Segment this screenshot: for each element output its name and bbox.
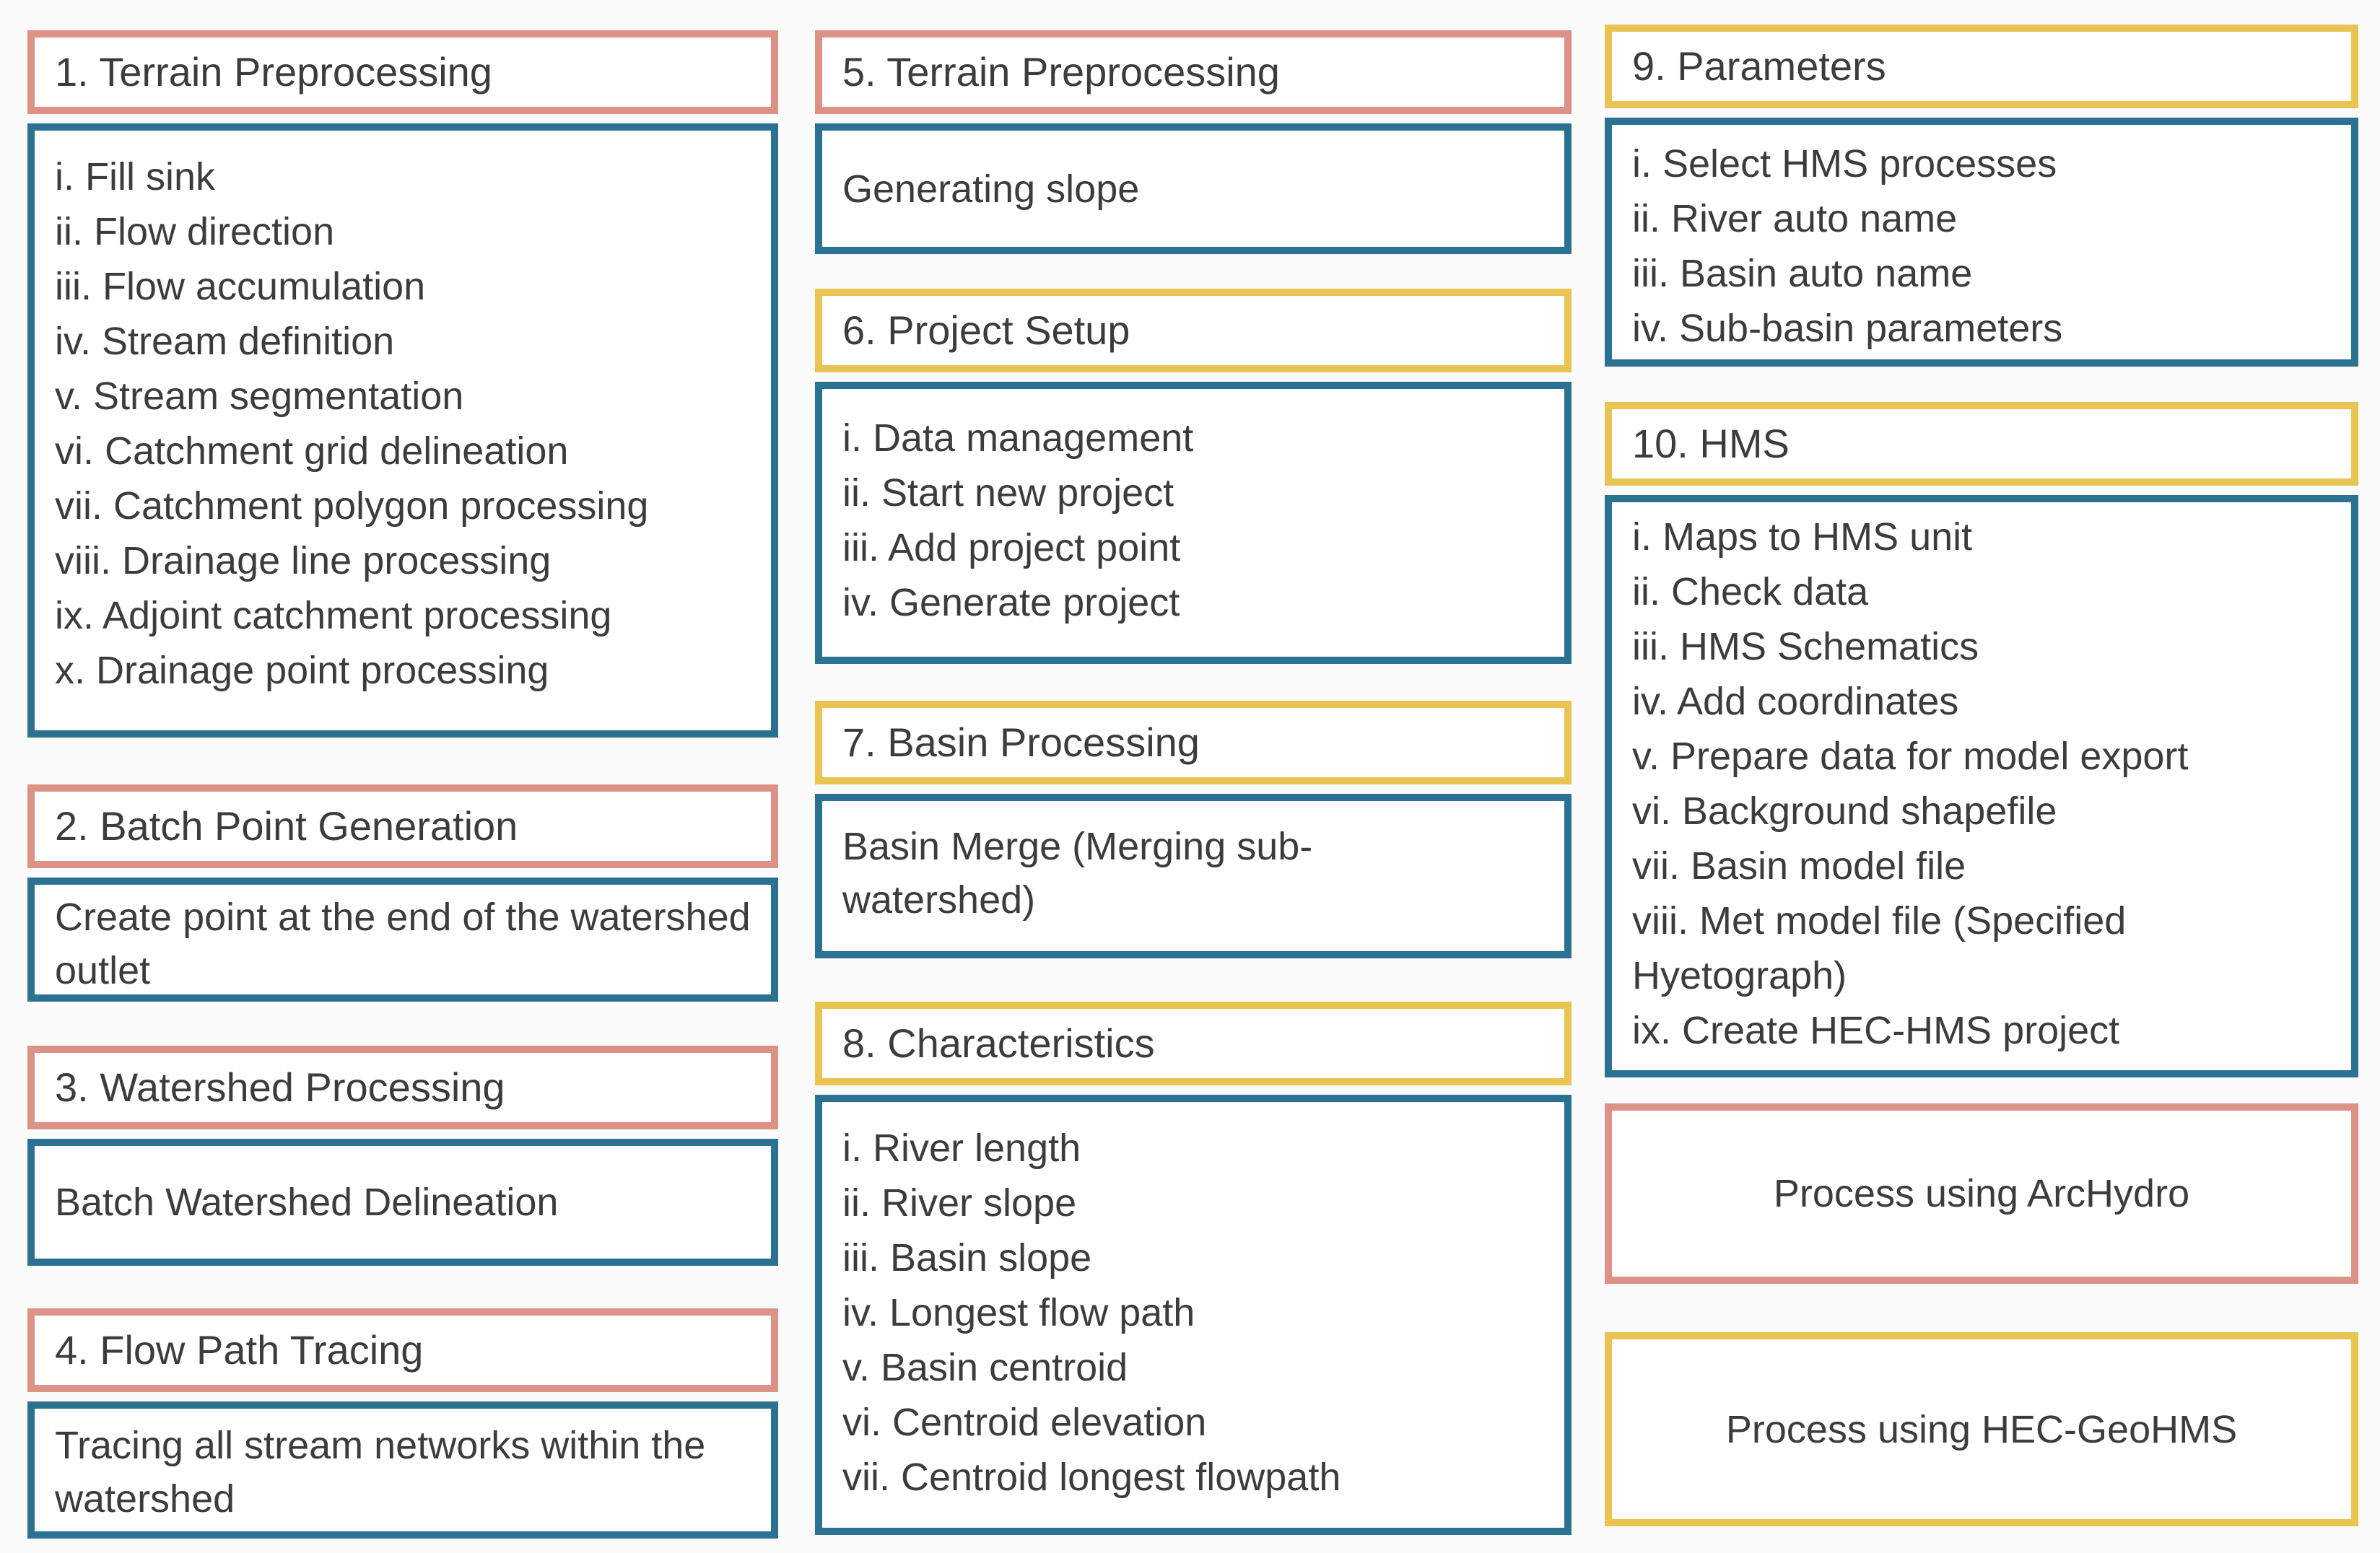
card-header: 5. Terrain Preprocessing xyxy=(815,30,1572,114)
card-header: 1. Terrain Preprocessing xyxy=(27,30,778,114)
list-item: viii. Met model file (Specified Hyetogra… xyxy=(1632,899,2127,997)
list-item: vi. Catchment grid delineation xyxy=(55,429,569,473)
list-item: i. Fill sink xyxy=(55,155,216,198)
card-header: 10. HMS xyxy=(1605,402,2358,486)
column-right: 9. Parameters i. Select HMS processes ii… xyxy=(1605,0,2358,1553)
card-title: 8. Characteristics xyxy=(842,1020,1155,1066)
card-header: 6. Project Setup xyxy=(815,289,1572,372)
card-title: 9. Parameters xyxy=(1632,43,1886,89)
card-text: Basin Merge (Merging sub-watershed) xyxy=(842,825,1313,922)
list-item: iv. Stream definition xyxy=(55,320,395,363)
list-item: ix. Create HEC-HMS project xyxy=(1632,1009,2120,1052)
list-item: i. Maps to HMS unit xyxy=(1632,515,1973,559)
card-body: i. Data management ii. Start new project… xyxy=(815,382,1572,664)
list-item: iv. Generate project xyxy=(842,581,1180,624)
list-item: i. River length xyxy=(842,1127,1081,1170)
list-item: iii. Flow accumulation xyxy=(55,265,426,308)
card-text: Tracing all stream networks within the w… xyxy=(55,1424,706,1521)
card-header: 7. Basin Processing xyxy=(815,701,1572,784)
card-terrain-preprocessing-1: 1. Terrain Preprocessing i. Fill sink ii… xyxy=(27,30,778,738)
list-item: iv. Add coordinates xyxy=(1632,680,1959,723)
list-item: iii. Add project point xyxy=(842,526,1181,569)
list-item: iv. Longest flow path xyxy=(842,1291,1195,1334)
card-title: 7. Basin Processing xyxy=(842,719,1200,765)
list-item: x. Drainage point processing xyxy=(55,649,549,692)
list-item: vii. Centroid longest flowpath xyxy=(842,1456,1341,1499)
legend-label: Process using HEC-GeoHMS xyxy=(1725,1407,2238,1451)
list-item: i. Data management xyxy=(842,416,1194,460)
card-body: Basin Merge (Merging sub-watershed) xyxy=(815,794,1572,958)
list-item: ii. Start new project xyxy=(842,471,1174,515)
card-title: 3. Watershed Processing xyxy=(55,1064,505,1110)
list-item: iii. Basin slope xyxy=(842,1236,1092,1279)
card-title: 1. Terrain Preprocessing xyxy=(55,49,492,95)
list-item: ii. Check data xyxy=(1632,570,1869,613)
card-title: 6. Project Setup xyxy=(842,307,1130,353)
card-header: 8. Characteristics xyxy=(815,1002,1572,1085)
card-body: Tracing all stream networks within the w… xyxy=(27,1401,778,1539)
card-body: Batch Watershed Delineation xyxy=(27,1139,778,1266)
card-header: 2. Batch Point Generation xyxy=(27,784,778,868)
list-item: v. Stream segmentation xyxy=(55,375,464,418)
list-item: ii. River slope xyxy=(842,1181,1077,1225)
list-item: vi. Background shapefile xyxy=(1632,789,2057,833)
card-parameters: 9. Parameters i. Select HMS processes ii… xyxy=(1605,25,2358,367)
list-item: vi. Centroid elevation xyxy=(842,1401,1207,1444)
card-body: i. River length ii. River slope iii. Bas… xyxy=(815,1095,1572,1535)
card-header: 3. Watershed Processing xyxy=(27,1046,778,1129)
list-item: v. Prepare data for model export xyxy=(1632,735,2189,778)
legend-hec-geohms: Process using HEC-GeoHMS xyxy=(1605,1332,2358,1526)
card-text: Generating slope xyxy=(842,167,1140,211)
card-title: 4. Flow Path Tracing xyxy=(55,1327,424,1373)
column-middle: 5. Terrain Preprocessing Generating slop… xyxy=(815,0,1572,1553)
card-title: 10. HMS xyxy=(1632,421,1790,466)
card-text: Create point at the end of the watershed… xyxy=(55,896,751,992)
list-item: vii. Catchment polygon processing xyxy=(55,484,649,528)
card-terrain-preprocessing-5: 5. Terrain Preprocessing Generating slop… xyxy=(815,30,1572,254)
card-body: i. Fill sink ii. Flow direction iii. Flo… xyxy=(27,123,778,738)
card-basin-processing: 7. Basin Processing Basin Merge (Merging… xyxy=(815,701,1572,958)
card-hms: 10. HMS i. Maps to HMS unit ii. Check da… xyxy=(1605,402,2358,1077)
list-item: viii. Drainage line processing xyxy=(55,539,552,582)
list-item: iii. HMS Schematics xyxy=(1632,625,1979,668)
card-batch-point-generation: 2. Batch Point Generation Create point a… xyxy=(27,784,778,1002)
list-item: iv. Sub-basin parameters xyxy=(1632,307,2063,350)
card-characteristics: 8. Characteristics i. River length ii. R… xyxy=(815,1002,1572,1535)
list-item: iii. Basin auto name xyxy=(1632,252,1973,295)
legend-label: Process using ArcHydro xyxy=(1773,1172,2190,1215)
card-body: Create point at the end of the watershed… xyxy=(27,878,778,1002)
card-body: i. Maps to HMS unit ii. Check data iii. … xyxy=(1605,495,2358,1077)
column-left: 1. Terrain Preprocessing i. Fill sink ii… xyxy=(27,0,778,1553)
list-item: ii. River auto name xyxy=(1632,197,1958,240)
list-item: vii. Basin model file xyxy=(1632,844,1966,888)
list-item: ii. Flow direction xyxy=(55,210,335,253)
card-header: 9. Parameters xyxy=(1605,25,2358,108)
card-watershed-processing: 3. Watershed Processing Batch Watershed … xyxy=(27,1046,778,1266)
card-text: Batch Watershed Delineation xyxy=(55,1181,559,1224)
list-item: v. Basin centroid xyxy=(842,1346,1128,1389)
card-header: 4. Flow Path Tracing xyxy=(27,1308,778,1392)
list-item: i. Select HMS processes xyxy=(1632,142,2057,185)
card-title: 5. Terrain Preprocessing xyxy=(842,49,1280,95)
card-flow-path-tracing: 4. Flow Path Tracing Tracing all stream … xyxy=(27,1308,778,1539)
card-body: Generating slope xyxy=(815,123,1572,254)
card-body: i. Select HMS processes ii. River auto n… xyxy=(1605,118,2358,367)
legend-archydro: Process using ArcHydro xyxy=(1605,1103,2358,1284)
list-item: ix. Adjoint catchment processing xyxy=(55,594,612,637)
card-title: 2. Batch Point Generation xyxy=(55,803,518,849)
card-project-setup: 6. Project Setup i. Data management ii. … xyxy=(815,289,1572,664)
